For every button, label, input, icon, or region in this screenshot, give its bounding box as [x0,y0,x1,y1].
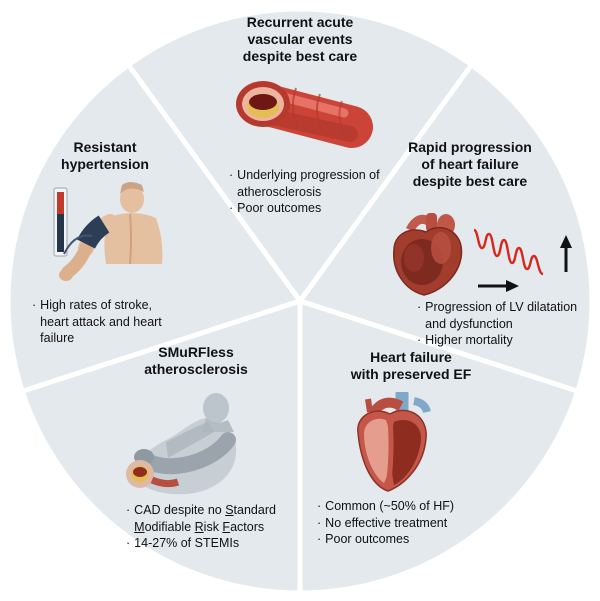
chest-pain-illustration [106,388,268,500]
segment-bottom-left-title: SMuRFless atherosclerosis [144,344,248,378]
segment-bottom-right-bullets: · Common (~50% of HF) · No effective tre… [317,498,489,548]
right-arrow-icon [478,280,519,292]
heart-cross-section-icon [357,392,431,492]
bullet-item: · Progression of LV dilatation and dysfu… [417,299,583,332]
dilated-heart-icon [393,213,572,296]
bullet-dot: · [317,515,322,530]
bullet-dot: · [126,503,131,517]
blood-pressure-measurement-icon [53,182,163,281]
bullet-item: · Underlying progression of atherosclero… [229,167,383,200]
bullet-item: · Higher mortality [417,332,583,349]
bullet-dot: · [229,201,234,216]
bullet-text: Poor outcomes [325,532,410,547]
wedge-top [125,6,475,304]
blood-pressure-illustration [44,182,180,294]
bullet-text: CAD despite no Standard Modifiable Risk … [134,503,276,534]
heart-cross-section-illustration [344,392,438,496]
segment-right-bullets: · Progression of LV dilatation and dysfu… [417,299,583,349]
segment-top-title: Recurrent acute vascular events despite … [242,14,358,65]
artery-illustration [232,74,378,164]
bullet-dot: · [229,168,234,182]
up-arrow-icon [560,235,572,272]
atherosclerotic-artery-icon [236,81,373,148]
segment-top-bullets: · Underlying progression of atherosclero… [229,167,383,217]
wedge-bottom-right [297,298,581,596]
bullet-item: · High rates of stroke, heart attack and… [32,297,174,347]
bullet-item: · Common (~50% of HF) [317,498,489,515]
segment-left-title: Resistant hypertension [61,139,149,173]
failing-heart-illustration [382,208,578,300]
bullet-item: · Poor outcomes [317,531,489,548]
person-clutching-chest-icon [126,393,237,495]
bullet-text: Underlying progression of atherosclerosi… [237,168,380,199]
bullet-dot: · [32,298,37,312]
declining-waveform [473,228,544,276]
bullet-text: Higher mortality [425,333,513,348]
bullet-dot: · [417,300,422,314]
bullet-text: Common (~50% of HF) [325,499,455,513]
bullet-text: 14-27% of STEMIs [134,536,240,551]
bullet-text: No effective treatment [325,515,448,530]
bullet-item: · 14-27% of STEMIs [126,535,290,552]
segment-bottom-right-title: Heart failure with preserved EF [350,349,472,383]
segment-left-bullets: · High rates of stroke, heart attack and… [32,297,174,347]
bullet-text: Poor outcomes [237,201,322,216]
bullet-item: · No effective treatment [317,515,489,532]
bullet-dot: · [126,536,131,551]
bullet-text: Progression of LV dilatation and dysfunc… [425,300,578,331]
bullet-text: High rates of stroke, heart attack and h… [40,298,162,346]
bullet-dot: · [317,532,322,547]
bullet-item: · CAD despite no Standard Modifiable Ris… [126,502,290,535]
bullet-dot: · [417,333,422,348]
bullet-dot: · [317,499,322,513]
segment-right-title: Rapid progression of heart failure despi… [408,139,532,190]
segment-bottom-left-bullets: · CAD despite no Standard Modifiable Ris… [126,502,290,552]
bullet-item: · Poor outcomes [229,200,383,217]
